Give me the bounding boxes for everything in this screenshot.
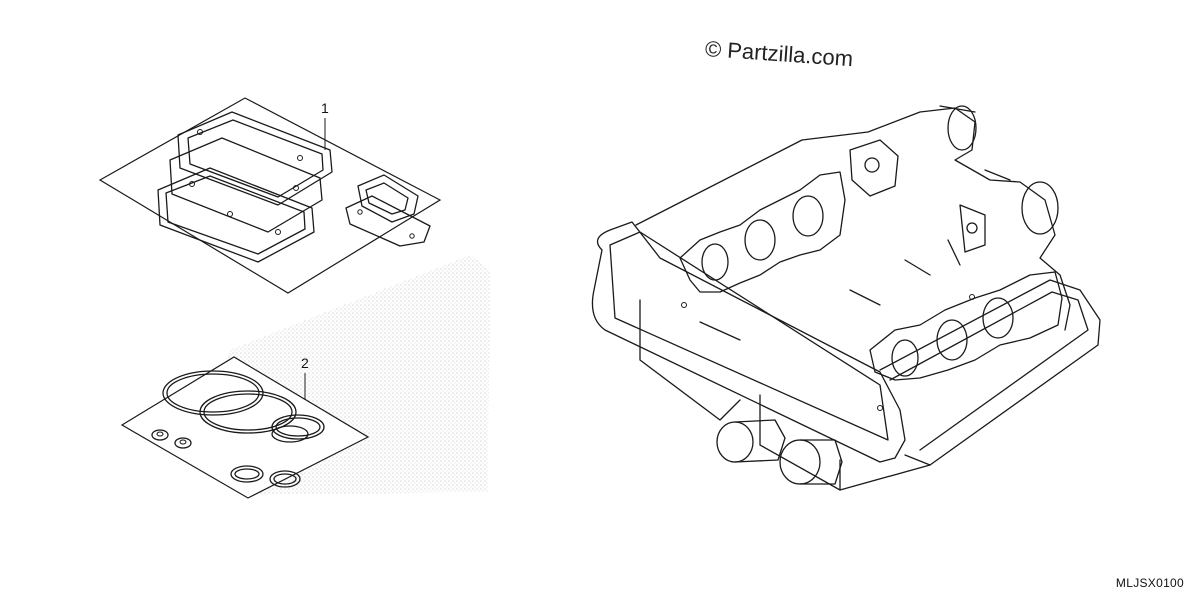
small-seal-1: [151, 429, 169, 441]
head-gasket-left: [679, 171, 846, 293]
small-o-ring-1: [230, 465, 264, 483]
callout-number-1[interactable]: 1: [321, 100, 329, 116]
large-o-ring-2: [199, 390, 297, 434]
small-gasket: [357, 174, 419, 223]
large-o-ring-1: [162, 370, 264, 416]
engine-assembly: [591, 105, 1101, 491]
gasket-kit-1[interactable]: [98, 97, 442, 294]
bolt-holes: [189, 129, 303, 235]
head-gasket-right: [869, 271, 1063, 381]
kit-2-sheet: [120, 356, 370, 499]
medium-o-ring: [271, 414, 325, 440]
diagram-code: MLJSX0100: [1115, 576, 1184, 590]
kit-1-sheet: [98, 97, 442, 294]
small-seal-2: [174, 437, 192, 449]
head-cover-gasket: [177, 111, 333, 206]
gasket-kit-2[interactable]: [120, 356, 370, 499]
callout-number-2[interactable]: 2: [301, 355, 309, 371]
small-o-ring-2: [269, 470, 301, 488]
